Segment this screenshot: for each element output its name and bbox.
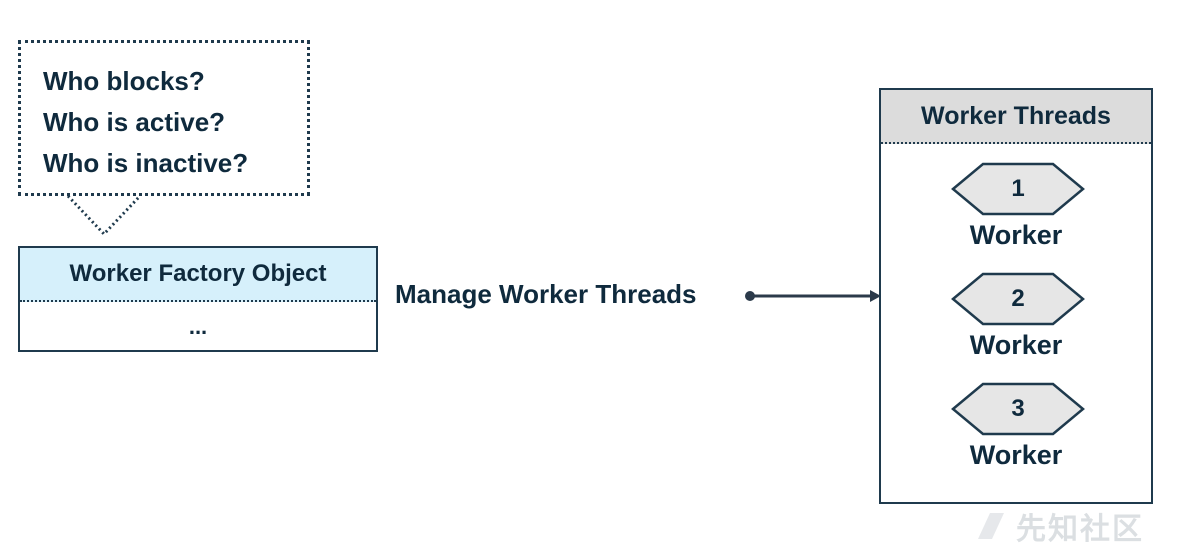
worker-label: Worker: [969, 330, 1063, 360]
diamond-icon: [951, 272, 1085, 326]
watermark-text: 先知社区: [1016, 512, 1144, 547]
diamond-icon: [951, 382, 1085, 436]
connector-start-dot: [745, 291, 755, 301]
diamond-icon: [951, 162, 1085, 216]
worker-number: 2: [1011, 285, 1025, 312]
bubble-question: Who is active?: [43, 107, 226, 137]
worker-number: 1: [1011, 175, 1025, 202]
worker-number: 3: [1011, 395, 1025, 422]
worker-label: Worker: [969, 220, 1063, 250]
bubble-question: Who is inactive?: [43, 148, 249, 178]
worker-item: 2 Worker: [881, 272, 1151, 368]
worker-factory-title: Worker Factory Object: [20, 248, 376, 302]
worker-factory-object-box: Worker Factory Object ...: [18, 246, 378, 352]
worker-threads-panel: Worker Threads 1 Worker 2 Worker 3 Worke…: [879, 88, 1153, 504]
worker-threads-title: Worker Threads: [881, 90, 1151, 144]
watermark: 先知社区: [974, 506, 1184, 547]
worker-label: Worker: [969, 440, 1063, 470]
worker-factory-body: ...: [188, 314, 208, 339]
logo-icon: [978, 513, 1004, 539]
connector-label: Manage Worker Threads: [395, 279, 697, 309]
worker-item: 1 Worker: [881, 162, 1151, 258]
worker-item: 3 Worker: [881, 382, 1151, 478]
bubble-question: Who blocks?: [43, 66, 205, 96]
speech-bubble: Who blocks? Who is active? Who is inacti…: [18, 40, 310, 196]
